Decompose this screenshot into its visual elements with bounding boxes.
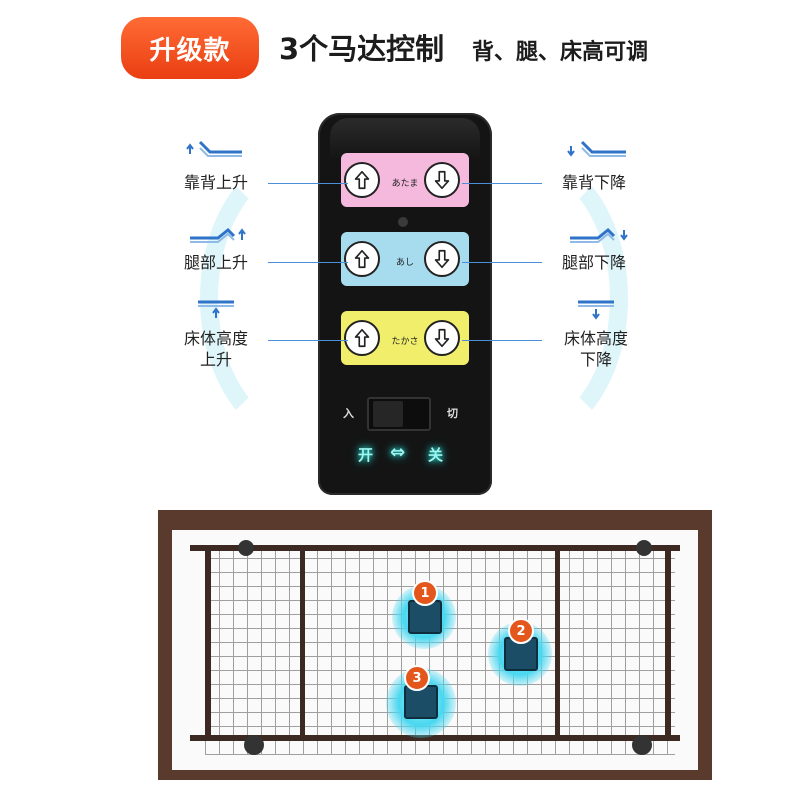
back-up-pointer-line [268,183,348,184]
back-up-button[interactable] [344,162,380,198]
motor-1-number-badge: 1 [412,580,438,606]
arrow-up-icon [354,170,370,190]
height-kana-label: たかさ [391,337,419,347]
arrow-down-icon [434,328,450,348]
back-down-pointer-line [462,183,542,184]
upgrade-badge: 升级款 [121,17,259,79]
height-raise-bed-icon [198,300,234,318]
height-up-pointer-line [268,340,348,341]
bed-crossbar [300,545,305,740]
leg-up-pointer-line [268,262,348,263]
height-down-label: 床体高度 下降 [550,328,642,370]
toggle-arrow-icon: ⇔ [390,442,406,463]
arrow-up-icon [354,249,370,269]
back-kana-label: あたま [391,179,419,189]
leg-up-label: 腿部上升 [183,253,248,272]
height-down-label-line1: 床体高度 [563,329,628,348]
motor-2-number-badge: 2 [508,618,534,644]
height-up-label-line1: 床体高度 [183,329,248,348]
arrow-down-icon [434,170,450,190]
remote-top [330,118,480,158]
toggle-on-text: 开 [358,446,374,464]
headline-title: 3个马达控制 [279,32,445,66]
bed-crossbar [555,545,560,740]
caster-wheel [244,735,264,755]
leg-raise-bed-icon [190,227,246,243]
switch-off-label: 切 [447,407,458,420]
switch-on-label: 入 [343,407,354,420]
back-down-label: 靠背下降 [561,173,626,192]
back-raise-bed-icon [186,140,242,157]
height-down-pointer-line [462,340,542,341]
toggle-off-text: 关 [428,446,444,464]
height-down-label-line2: 下降 [579,350,612,369]
leg-kana-label: あし [395,258,414,268]
caster-wheel [636,540,652,556]
motor-3-number-badge: 3 [404,665,430,691]
bed-left-rail [205,545,211,740]
back-up-label: 靠背上升 [183,173,248,192]
leg-down-pointer-line [462,262,542,263]
leg-down-label: 腿部下降 [561,253,626,272]
arrow-down-icon [434,249,450,269]
caster-wheel [632,735,652,755]
power-switch-knob[interactable] [373,401,403,427]
height-lower-bed-icon [578,300,614,320]
leg-lower-bed-icon [570,227,628,243]
back-lower-bed-icon [567,140,626,157]
headline-subtitle: 背、腿、床高可调 [472,40,649,65]
bed-bottom-rail [190,735,680,741]
leg-down-button[interactable] [424,241,460,277]
back-down-button[interactable] [424,162,460,198]
arrow-up-icon [354,328,370,348]
caster-wheel [238,540,254,556]
height-up-button[interactable] [344,320,380,356]
indicator-led [398,217,408,227]
height-up-label-line2: 上升 [199,350,232,369]
bed-top-rail [190,545,680,551]
height-down-button[interactable] [424,320,460,356]
bed-right-rail [665,545,671,740]
height-up-label: 床体高度 上升 [170,328,262,370]
leg-up-button[interactable] [344,241,380,277]
